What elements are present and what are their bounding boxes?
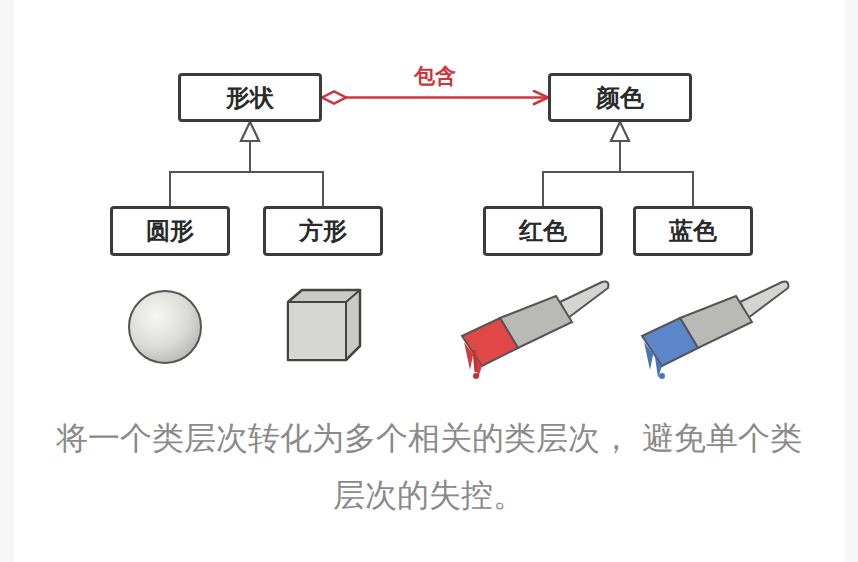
class-box: 颜色 [548, 73, 692, 122]
inheritance-arrow [543, 122, 620, 206]
class-box: 蓝色 [633, 206, 753, 256]
inheritance-arrow [620, 122, 693, 206]
class-name: 蓝色 [669, 215, 717, 247]
class-box: 形状 [178, 73, 322, 122]
class-name: 方形 [299, 215, 347, 247]
class-box: 方形 [263, 206, 383, 256]
class-name: 形状 [226, 82, 274, 114]
caption: 将一个类层次转化为多个相关的类层次， 避免单个类层次的失控。 [40, 410, 818, 524]
class-name: 红色 [519, 215, 567, 247]
class-box: 圆形 [110, 206, 230, 256]
class-box: 红色 [483, 206, 603, 256]
inheritance-arrow [170, 122, 250, 206]
inheritance-arrow [250, 122, 323, 206]
edge-label: 包含 [410, 62, 460, 90]
class-name: 颜色 [596, 82, 644, 114]
aggregation-arrow [322, 96, 548, 99]
class-name: 圆形 [146, 215, 194, 247]
